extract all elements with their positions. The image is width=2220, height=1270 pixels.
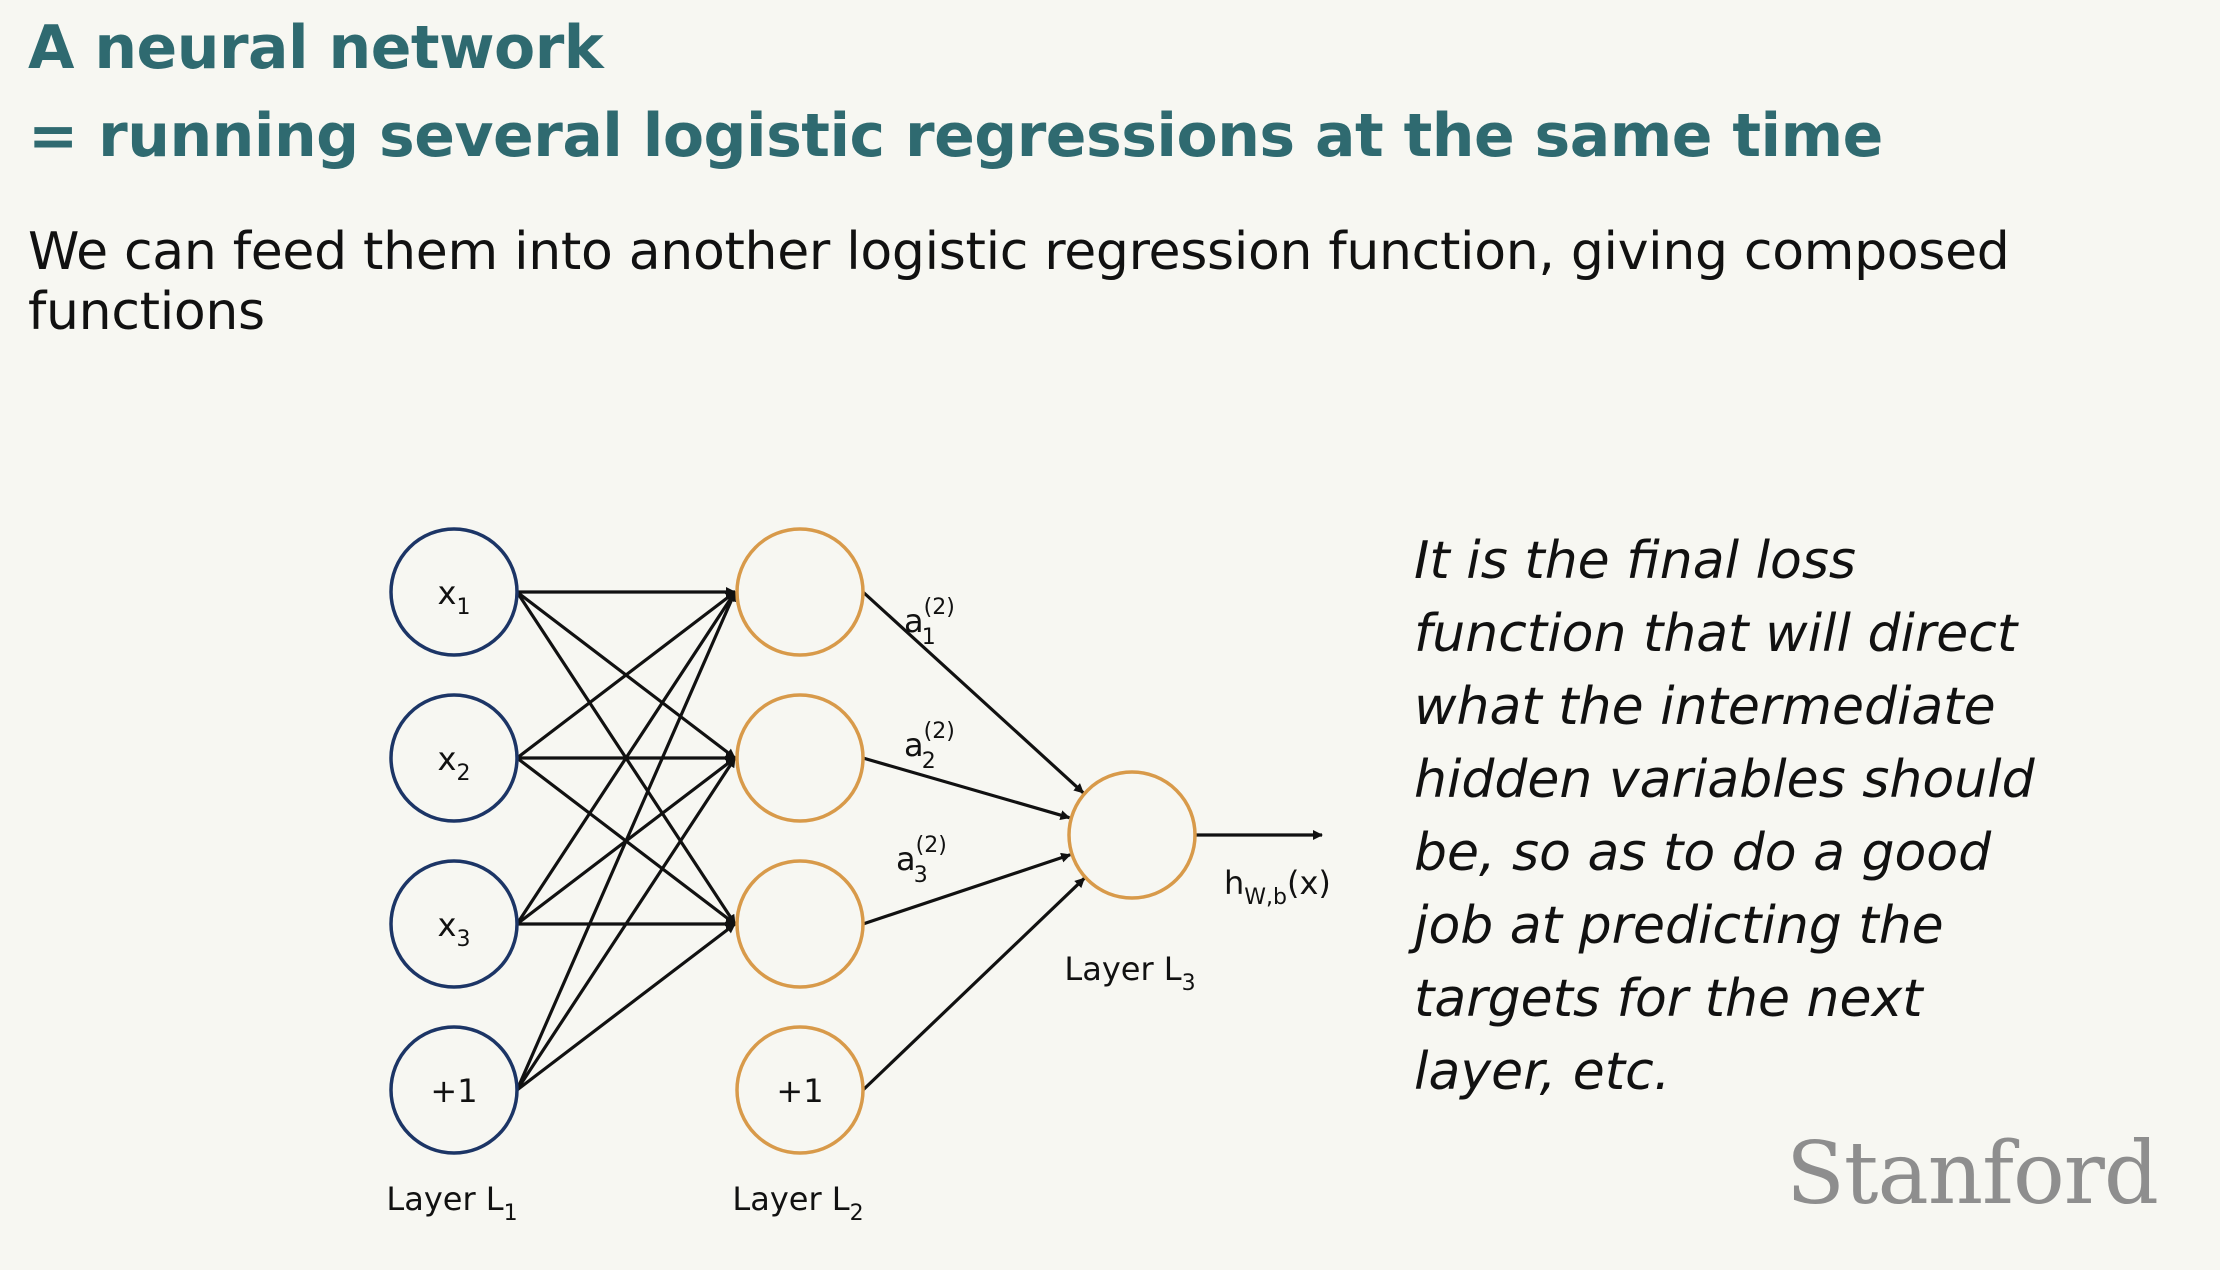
activation-label: a(2)3: [896, 833, 947, 888]
input-node-label: +1: [430, 1072, 477, 1110]
hidden-bias-label: +1: [776, 1072, 823, 1110]
edge-input-to-hidden: [515, 757, 737, 1091]
network-labels: x1 x2 x3 +1 +1 a(2)1 a(2)2 a(2)3 hW,b(x) Layer L1…: [386, 574, 1331, 1226]
edge-input-to-hidden: [516, 590, 736, 760]
network-edges: [515, 587, 1323, 1092]
explanation-note: It is the final loss function that will …: [1414, 525, 2054, 1109]
note-line: hidden variables should: [1414, 750, 2035, 810]
note-line: It is the final loss: [1414, 531, 1857, 591]
input-node-label: x3: [438, 906, 471, 952]
edge-hidden-to-output: [862, 852, 1072, 926]
output-label: hW,b(x): [1224, 864, 1331, 910]
note-line: job at predicting the: [1414, 896, 1944, 956]
edge-hidden-to-output: [862, 756, 1071, 820]
note-line: what the intermediate: [1414, 677, 1996, 737]
input-node-label: x1: [438, 574, 471, 620]
output-node: [1067, 770, 1197, 900]
input-node: [389, 1025, 519, 1155]
edge-input-to-hidden: [515, 591, 737, 1091]
hidden-node: [735, 527, 865, 657]
activation-label: a(2)2: [904, 719, 955, 774]
note-line: function that will direct: [1414, 604, 2018, 664]
edge-input-to-hidden: [515, 591, 737, 925]
input-node-label: x2: [438, 740, 471, 786]
title-line-1: A neural network: [28, 13, 604, 83]
input-node: [389, 527, 519, 657]
stanford-logo: Stanford: [1786, 1124, 2159, 1224]
edge-hidden-to-output: [861, 877, 1086, 1092]
input-node: [389, 693, 519, 823]
edge-hidden-to-output: [861, 590, 1085, 794]
input-node: [389, 859, 519, 989]
note-line: be, so as to do a good: [1414, 823, 1992, 883]
slide-title: A neural network = running several logis…: [28, 4, 1883, 180]
network-nodes: [389, 527, 1197, 1155]
hidden-node: [735, 859, 865, 989]
layer-label-2: Layer L2: [732, 1180, 863, 1226]
slide-subtitle: We can feed them into another logistic r…: [28, 222, 2010, 342]
title-line-2: = running several logistic regressions a…: [28, 101, 1883, 171]
edge-input-to-hidden: [516, 922, 736, 1092]
hidden-node: [735, 693, 865, 823]
note-line: layer, etc.: [1414, 1042, 1671, 1102]
layer-label-1: Layer L1: [386, 1180, 517, 1226]
hidden-node: [735, 1025, 865, 1155]
note-line: targets for the next: [1414, 969, 1923, 1029]
activation-label: a(2)1: [904, 595, 955, 650]
layer-label-3: Layer L3: [1064, 950, 1195, 996]
